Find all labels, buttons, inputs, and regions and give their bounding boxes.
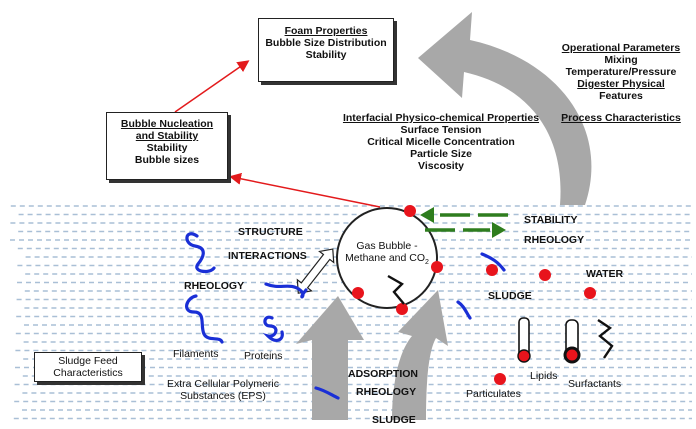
- label-adsorption: ADSORPTION: [348, 368, 419, 380]
- interfacial-properties: Interfacial Physico-chemical Properties …: [318, 112, 564, 172]
- sludge-feed-box: Sludge Feed Characteristics: [34, 352, 142, 382]
- foam-properties-line: Stability: [305, 49, 347, 61]
- green-right-head-icon: [492, 222, 506, 238]
- green-left-head-icon: [420, 207, 434, 223]
- grey-up-arrow-left-icon: [296, 296, 364, 420]
- green-arrows-icon: [425, 213, 508, 232]
- operational-title: Operational Parameters: [561, 42, 681, 54]
- sludge-feed-line-2: Characteristics: [53, 367, 123, 379]
- label-eps-line: Extra Cellular Polymeric: [166, 378, 280, 390]
- co2-subscript: 2: [425, 259, 429, 267]
- label-eps: Extra Cellular Polymeric Substances (EPS…: [148, 378, 298, 402]
- grey-curved-arrow-icon: [418, 12, 592, 205]
- label-lipids: Lipids: [530, 370, 558, 382]
- label-filaments: Filaments: [173, 348, 219, 360]
- operational-line: Temperature/Pressure: [565, 66, 677, 78]
- bubble-nucleation-line: Stability: [146, 142, 188, 154]
- process-characteristics: Process Characteristics: [561, 112, 681, 124]
- gas-bubble: [336, 207, 438, 309]
- surfactant-zigzag-right-icon: [597, 319, 614, 359]
- bubble-nucleation-box: Bubble Nucleation and Stability Stabilit…: [106, 112, 228, 180]
- red-dots: [352, 205, 596, 385]
- label-particulates: Particulates: [466, 388, 521, 400]
- label-stability-right: STABILITY: [524, 214, 578, 226]
- bubble-nucleation-title: Bubble Nucleation: [120, 118, 214, 130]
- foam-properties-line: Bubble Size Distribution: [265, 37, 387, 49]
- gas-bubble-methane: Methane and CO: [345, 252, 426, 264]
- label-water: WATER: [586, 268, 624, 280]
- foam-properties-title: Foam Properties: [284, 25, 368, 37]
- digester-line-2: Features: [599, 90, 643, 102]
- red-arrow-to-nucleation-icon: [229, 172, 381, 208]
- label-structure: STRUCTURE: [238, 226, 303, 238]
- interfacial-line: Surface Tension: [400, 124, 482, 136]
- bubble-nucleation-title-2: and Stability: [135, 130, 199, 142]
- gas-bubble-label: Gas Bubble - Methane and CO2: [342, 240, 432, 269]
- label-interactions: INTERACTIONS: [228, 250, 307, 262]
- interfacial-line: Particle Size: [410, 148, 472, 160]
- operational-line: Mixing: [604, 54, 638, 66]
- red-arrow-to-foam-icon: [174, 60, 250, 113]
- label-eps-line-2: Substances (EPS): [180, 390, 266, 402]
- interfacial-line: Critical Micelle Concentration: [367, 136, 515, 148]
- digester-line: Digester Physical: [577, 78, 665, 90]
- label-sludge-right: SLUDGE: [488, 290, 532, 302]
- grey-up-arrow-right-icon: [392, 290, 448, 420]
- label-rheology-right: RHEOLOGY: [524, 234, 585, 246]
- foam-properties-box: Foam Properties Bubble Size Distribution…: [258, 18, 394, 82]
- operational-parameters: Operational Parameters Mixing Temperatur…: [548, 42, 694, 124]
- bubble-nucleation-line: Bubble sizes: [134, 154, 200, 166]
- filament-squiggles: [185, 232, 506, 400]
- label-rheology-bottom: RHEOLOGY: [356, 386, 417, 398]
- sludge-feed-line: Sludge Feed: [58, 355, 118, 367]
- label-proteins: Proteins: [244, 350, 283, 362]
- label-sludge-bottom: SLUDGE: [372, 414, 416, 426]
- interfacial-line: Viscosity: [418, 160, 464, 172]
- gas-bubble-line: Gas Bubble -: [356, 240, 418, 252]
- surfactant-zigzag-icon: [387, 274, 405, 305]
- lipid-icon: [517, 317, 581, 364]
- label-surfactants: Surfactants: [568, 378, 622, 390]
- gas-bubble-line-2: Methane and CO2: [342, 252, 432, 269]
- label-rheology-left: RHEOLOGY: [184, 280, 245, 292]
- interfacial-title: Interfacial Physico-chemical Properties: [342, 112, 540, 124]
